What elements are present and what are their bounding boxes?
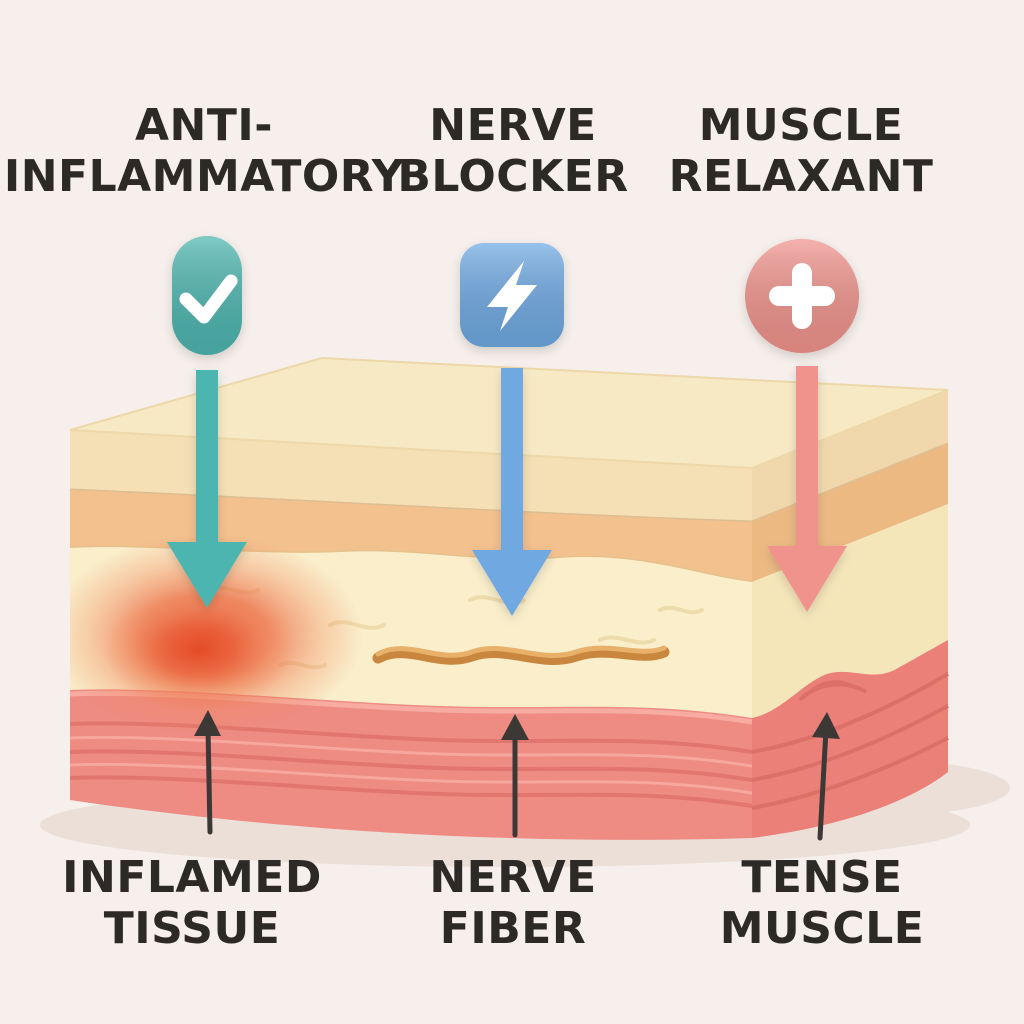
label-line: BLOCKER bbox=[397, 151, 629, 203]
treatment-arrows bbox=[167, 366, 847, 616]
check-mark bbox=[179, 274, 238, 324]
nerve-fiber-pointer-head bbox=[501, 714, 529, 740]
nerve-blocker-arrow bbox=[472, 368, 552, 616]
dermis-layer bbox=[70, 490, 752, 582]
tense-muscle-bulge bbox=[798, 680, 868, 702]
label-line: MUSCLE bbox=[698, 100, 904, 151]
tense-muscle-pointer bbox=[817, 727, 829, 841]
lightning-icon bbox=[460, 243, 564, 347]
inflamed-tissue-pointer bbox=[205, 725, 213, 835]
plus-icon bbox=[745, 239, 859, 353]
label-inflamed-tissue: INFLAMED TISSUE bbox=[62, 852, 322, 954]
nerve-fiber bbox=[372, 645, 670, 665]
nerve-fiber-highlight bbox=[375, 645, 667, 658]
anti-inflammatory-arrow bbox=[167, 370, 247, 608]
label-anti-inflammatory: ANTI- INFLAMMATORY bbox=[4, 100, 404, 202]
label-line: TISSUE bbox=[103, 903, 281, 955]
label-muscle-relaxant: MUSCLE RELAXANT bbox=[669, 100, 934, 202]
lightning-bolt bbox=[487, 261, 537, 331]
pill-check-icon bbox=[172, 236, 242, 355]
label-line: NERVE bbox=[429, 852, 597, 903]
treatment-icons bbox=[172, 236, 859, 355]
label-line: TENSE bbox=[741, 852, 903, 903]
muscle-relaxant-arrow bbox=[767, 366, 847, 612]
label-nerve-fiber: NERVE FIBER bbox=[429, 852, 596, 954]
tense-muscle-pointer-head bbox=[812, 712, 840, 739]
muscle-striations-side bbox=[751, 672, 950, 810]
label-tense-muscle: TENSE MUSCLE bbox=[720, 852, 925, 954]
plus-vertical bbox=[792, 263, 812, 329]
label-nerve-blocker: NERVE BLOCKER bbox=[397, 100, 628, 202]
tissue-front-face bbox=[69, 430, 753, 840]
inflamed-tissue-pointer-head bbox=[194, 710, 221, 736]
label-line: MUSCLE bbox=[719, 903, 925, 955]
label-line: INFLAMMATORY bbox=[3, 151, 405, 203]
inflamed-region bbox=[70, 534, 363, 738]
label-line: NERVE bbox=[429, 100, 597, 151]
label-line: RELAXANT bbox=[668, 151, 934, 203]
label-line: INFLAMED bbox=[62, 852, 322, 903]
label-line: ANTI- bbox=[134, 100, 274, 151]
skin-edge-layer bbox=[70, 430, 752, 522]
label-line: FIBER bbox=[439, 903, 587, 955]
target-arrows bbox=[194, 710, 840, 841]
muscle-side bbox=[752, 640, 948, 838]
fat-side bbox=[752, 504, 948, 718]
muscle-striation-highlights bbox=[69, 735, 753, 795]
